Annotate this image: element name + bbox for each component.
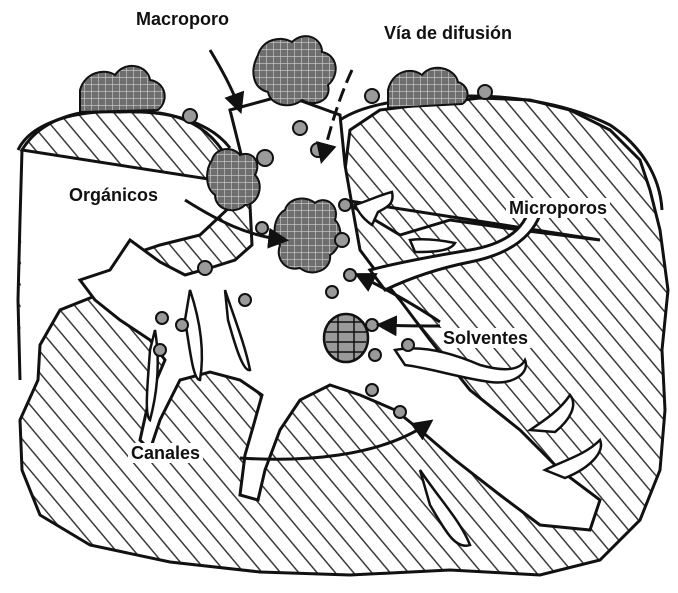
label-macroporo: Macroporo: [136, 10, 229, 28]
label-organicos: Orgánicos: [66, 185, 161, 205]
label-canales: Canales: [128, 443, 203, 463]
label-solventes: Solventes: [440, 328, 531, 348]
organic-cluster-right: [388, 68, 468, 108]
organic-cluster-wall: [207, 149, 260, 210]
label-microporos: Microporos: [506, 198, 610, 218]
solvents-arrow-2: [380, 325, 440, 326]
label-via-de-difusion: Vía de difusión: [384, 24, 512, 42]
organic-cluster-top: [253, 36, 335, 105]
solvent-cluster: [324, 314, 368, 362]
macropore-arrow: [210, 50, 240, 110]
organic-cluster-left: [80, 66, 165, 112]
